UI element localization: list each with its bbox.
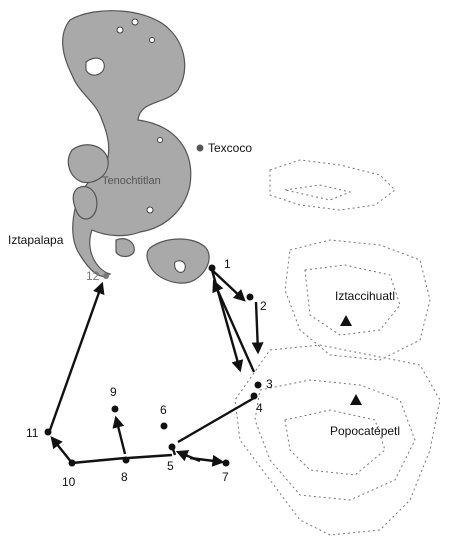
route-point-8: [122, 456, 130, 464]
route-point-6: [160, 422, 168, 430]
iztapalapa-label: Iztapalapa: [8, 233, 64, 247]
route-point-3: [254, 381, 262, 389]
route-label-2: 2: [260, 299, 267, 313]
route-label-3: 3: [266, 377, 273, 391]
route-label-11: 11: [26, 426, 39, 440]
route-point-4: [250, 392, 258, 400]
route-label-4: 4: [256, 401, 263, 415]
route-label-9: 9: [110, 385, 117, 399]
texcoco-marker: [196, 144, 204, 152]
route-label-7: 7: [222, 470, 229, 484]
texcoco-label: Texcoco: [208, 141, 252, 155]
route-points: [44, 264, 262, 467]
route-point-11: [44, 428, 52, 436]
popocatepetl-label: Popocatépetl: [330, 424, 400, 438]
route-point-7: [222, 459, 230, 467]
route-point-1: [208, 264, 216, 272]
route-label-6: 6: [160, 403, 167, 417]
cities: Texcoco Iztapalapa Tenochtitlan: [8, 141, 252, 247]
route-label-12: 12: [86, 269, 100, 283]
popocatepetl-icon: [350, 394, 362, 405]
islands: [85, 18, 186, 273]
route-label-1: 1: [224, 257, 231, 271]
volcanoes: Iztaccihuatl Popocatépetl: [330, 289, 400, 438]
route-point-2: [246, 293, 254, 301]
route-label-5: 5: [167, 459, 174, 473]
route: [48, 269, 264, 467]
lake: [62, 10, 210, 284]
route-point-5: [168, 443, 176, 451]
route-point-9: [111, 405, 119, 413]
tenochtitlan-label: Tenochtitlan: [102, 175, 161, 187]
route-point-10: [68, 459, 76, 467]
iztaccihuatl-label: Iztaccihuatl: [335, 289, 395, 303]
mountain-range: [234, 159, 441, 536]
route-label-8: 8: [121, 470, 128, 484]
iztaccihuatl-icon: [340, 315, 352, 326]
route-label-10: 10: [62, 475, 76, 489]
route-point-12: [103, 273, 109, 279]
route-labels: 1 2 3 4 5 6 7 8 9 10 11 12: [26, 257, 273, 489]
